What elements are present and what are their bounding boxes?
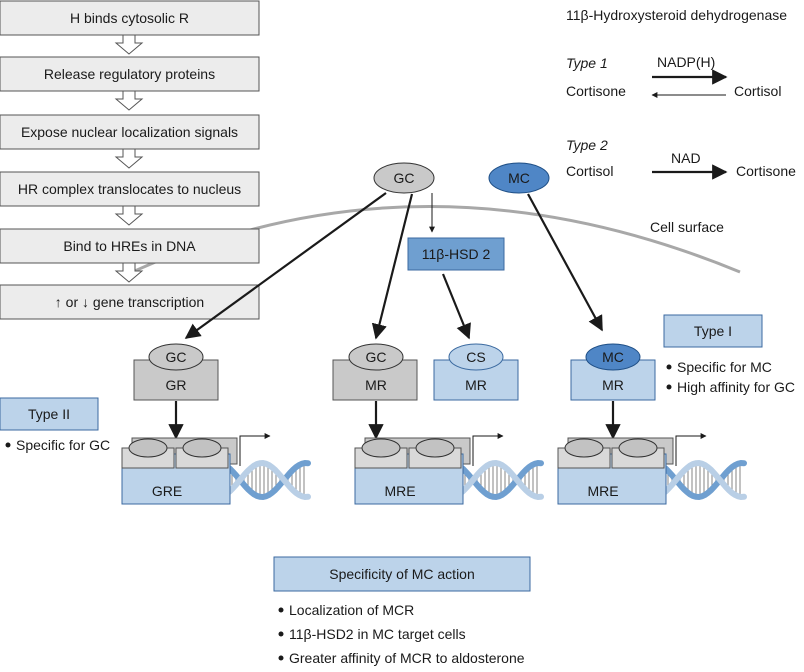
specificity-bullet-text: Greater affinity of MCR to aldosterone xyxy=(289,650,525,666)
specificity-bullet xyxy=(278,655,284,661)
specificity-bullet-text: 11β-HSD2 in MC target cells xyxy=(289,626,466,642)
mc-hormone-label: MC xyxy=(508,170,530,186)
mre-element-label-gc: MRE xyxy=(384,483,415,499)
pathway-step-text: Release regulatory proteins xyxy=(44,66,215,82)
type-i-box xyxy=(663,314,763,348)
mre-dna-complex-mc xyxy=(557,433,747,505)
specificity-bullet xyxy=(278,607,284,613)
specificity-box xyxy=(273,556,531,592)
hollow-down-arrow-4 xyxy=(114,205,144,226)
type2-label: Type 2 xyxy=(566,137,608,153)
hollow-down-arrow-5 xyxy=(114,262,144,283)
pathway-step-box xyxy=(0,56,260,92)
mre-element-label-mc: MRE xyxy=(587,483,618,499)
cs-ligand-label: CS xyxy=(466,349,485,365)
type-ii-bullet xyxy=(5,442,11,448)
mr-gc-ligand-label: GC xyxy=(366,349,387,365)
gr-receptor: GC GR xyxy=(133,343,219,401)
gc-to-mr-arrow xyxy=(371,193,414,340)
pathway-step-box xyxy=(0,228,260,264)
pathway-step-text: Expose nuclear localization signals xyxy=(21,124,238,140)
hollow-down-arrow-1 xyxy=(114,34,144,55)
type2-left-compound: Cortisol xyxy=(566,163,613,179)
pathway-step-box xyxy=(0,114,260,150)
type2-right-compound: Cortisone xyxy=(736,163,796,179)
pathway-step-box xyxy=(0,171,260,207)
gc-hormone-label: GC xyxy=(394,170,415,186)
mr-mc-receptor: MC MR xyxy=(570,343,656,401)
type1-left-compound: Cortisone xyxy=(566,83,626,99)
gc-hormone-oval xyxy=(373,162,435,194)
type-ii-box xyxy=(0,397,99,431)
type1-cofactor: NADP(H) xyxy=(657,54,715,70)
pathway-step-text: HR complex translocates to nucleus xyxy=(18,181,241,197)
gr-receptor-label: GR xyxy=(166,377,187,393)
gc-to-gr-arrow xyxy=(184,192,387,339)
dimer-ligand-oval xyxy=(182,438,222,458)
specificity-bullet-text: Localization of MCR xyxy=(289,602,414,618)
mc-hormone-oval xyxy=(488,162,550,194)
dimer-ligand-oval xyxy=(564,438,604,458)
type-ii-title: Type II xyxy=(28,406,70,422)
hsd2-box xyxy=(407,237,505,271)
gre-dna-complex xyxy=(121,433,311,505)
mr-cs-receptor-label: MR xyxy=(465,377,487,393)
pathway-step-text: ↑ or ↓ gene transcription xyxy=(55,294,204,310)
transcription-start-arrow xyxy=(239,433,271,466)
hsd2-to-cs-arrow xyxy=(441,273,471,340)
mc-ligand-label: MC xyxy=(602,349,624,365)
mc-to-mr-arrow xyxy=(527,193,603,332)
transcription-start-arrow xyxy=(472,433,504,466)
type-i-bullet-text: High affinity for GC xyxy=(677,379,795,395)
gre-element-label: GRE xyxy=(152,483,182,499)
hollow-down-arrow-2 xyxy=(114,90,144,111)
dimer-ligand-oval xyxy=(618,438,658,458)
gr-ligand-label: GC xyxy=(166,349,187,365)
mr-gc-receptor-label: MR xyxy=(365,377,387,393)
type-ii-bullet-text: Specific for GC xyxy=(16,437,110,453)
type2-cofactor: NAD xyxy=(671,150,701,166)
dimer-ligand-oval xyxy=(361,438,401,458)
type-i-title: Type I xyxy=(694,323,732,339)
type1-label: Type 1 xyxy=(566,55,608,71)
transcription-start-arrow xyxy=(675,433,707,466)
pathway-step-text: Bind to HREs in DNA xyxy=(63,238,196,254)
gr-ligand-oval xyxy=(148,343,204,371)
mr-gc-receptor: GC MR xyxy=(332,343,418,401)
dimer-ligand-oval xyxy=(415,438,455,458)
enzyme-title: 11β-Hydroxysteroid dehydrogenase xyxy=(566,7,787,23)
specificity-bullet xyxy=(278,631,284,637)
enzyme-panel: 11β-Hydroxysteroid dehydrogenase Type 1 … xyxy=(566,7,796,180)
pathway-step-box xyxy=(0,284,260,320)
pathway-step-box xyxy=(0,0,260,36)
mr-cs-receptor: CS MR xyxy=(433,343,519,401)
mr-gc-ligand-oval xyxy=(348,343,404,371)
cs-ligand-oval xyxy=(448,343,504,371)
hsd2-label: 11β-HSD 2 xyxy=(422,246,491,262)
pathway-step-text: H binds cytosolic R xyxy=(70,10,189,26)
cell-surface-label: Cell surface xyxy=(650,219,724,235)
pathway-flowchart: H binds cytosolic R Release regulatory p… xyxy=(0,0,260,320)
mr-mc-receptor-label: MR xyxy=(602,377,624,393)
hollow-down-arrow-3 xyxy=(114,148,144,169)
dimer-ligand-oval xyxy=(128,438,168,458)
mre-dna-complex-gc xyxy=(354,433,544,505)
type1-right-compound: Cortisol xyxy=(734,83,781,99)
type-i-bullet-text: Specific for MC xyxy=(677,359,772,375)
type-i-bullet xyxy=(666,364,672,370)
type-i-bullet xyxy=(666,384,672,390)
mc-ligand-oval xyxy=(585,343,641,371)
specificity-title: Specificity of MC action xyxy=(329,566,475,582)
